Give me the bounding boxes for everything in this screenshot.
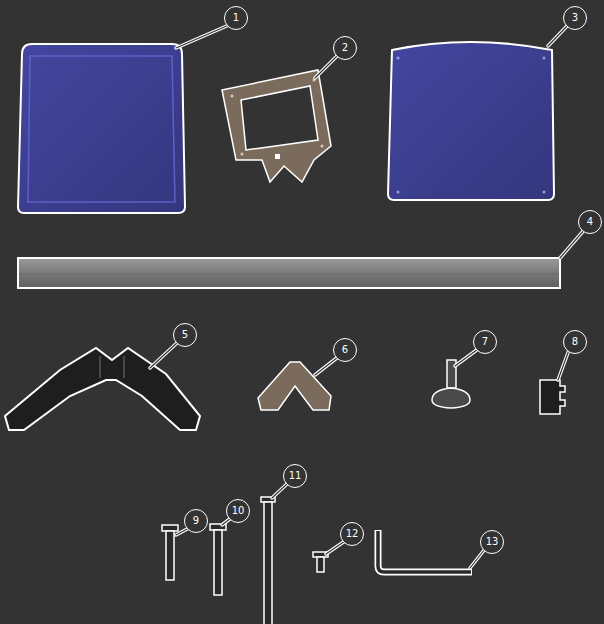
callout-number: 9 (184, 509, 208, 533)
callout-number: 1 (224, 6, 248, 30)
callout-number: 6 (333, 338, 357, 362)
callout-number: 4 (578, 210, 602, 234)
callout-number: 13 (480, 530, 504, 554)
leg-base (5, 348, 200, 430)
leader-lines (150, 25, 585, 568)
callout-number: 12 (340, 522, 364, 546)
callout-number: 3 (563, 6, 587, 30)
threaded-rod (261, 497, 275, 624)
callout-number: 5 (173, 323, 197, 347)
backrest-shell (388, 42, 554, 200)
bolt (210, 524, 226, 595)
callout-number: 7 (473, 330, 497, 354)
allen-key (378, 530, 472, 572)
glide-foot (432, 360, 470, 408)
end-cap (540, 380, 565, 414)
callout-number: 8 (563, 330, 587, 354)
seat-frame (222, 70, 331, 182)
callout-number: 11 (283, 464, 307, 488)
callout-number: 10 (226, 499, 250, 523)
seat-shell (18, 44, 185, 213)
callout-number: 2 (333, 36, 357, 60)
beam-bar (18, 258, 560, 288)
